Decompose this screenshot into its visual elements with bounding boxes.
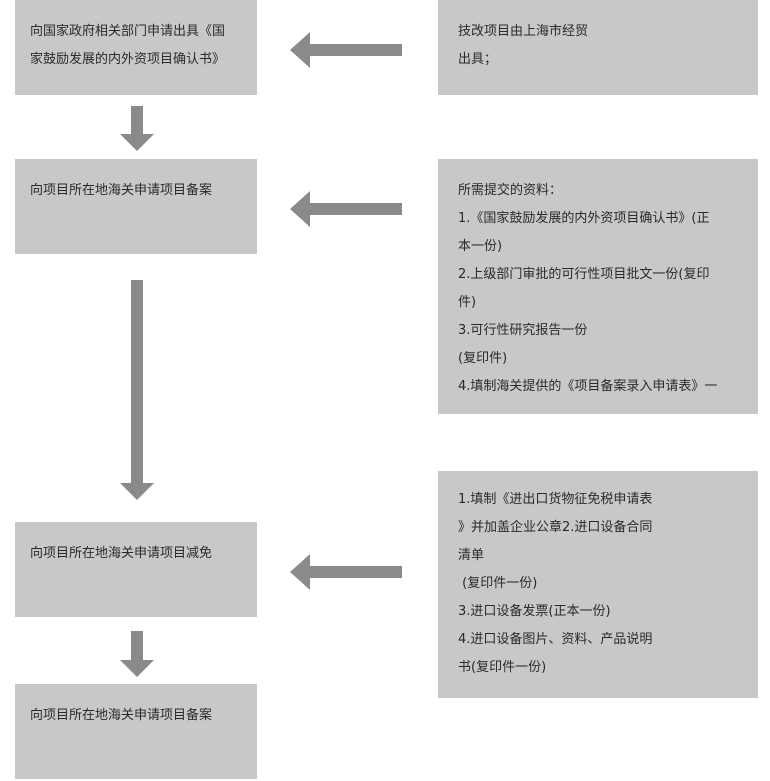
step-box-customs-filing: 向项目所在地海关申请项目备案	[15, 159, 257, 254]
note-2-line-5: 件)	[458, 295, 477, 310]
arrow-left-3	[290, 554, 402, 590]
note-3-line-6: 4.进口设备图片、资料、产品说明	[458, 632, 653, 647]
note-2-line-3: 本一份)	[458, 239, 503, 254]
step-box-customs-filing-final: 向项目所在地海关申请项目备案	[15, 684, 257, 779]
arrow-down-3-shape	[120, 631, 154, 677]
note-3-line-1: 1.填制《进出口货物征免税申请表	[458, 492, 653, 507]
note-2-line-2: 1.《国家鼓励发展的内外资项目确认书》(正	[458, 211, 710, 226]
step-4-line-1: 向项目所在地海关申请项目备案	[30, 708, 213, 723]
note-2-line-7: (复印件)	[458, 351, 508, 366]
note-2-line-6: 3.可行性研究报告一份	[458, 323, 588, 338]
step-box-customs-exemption: 向项目所在地海关申请项目减免	[15, 522, 257, 617]
note-3-line-4: (复印件一份)	[458, 576, 538, 591]
note-3-line-7: 书(复印件一份)	[458, 660, 547, 675]
note-2-line-1: 所需提交的资料：	[458, 183, 563, 198]
arrow-down-1	[120, 106, 154, 151]
arrow-left-1-shape	[290, 32, 402, 68]
note-1-line-2: 出具；	[458, 52, 498, 67]
note-3-line-3: 清单	[458, 548, 485, 563]
note-3-line-5: 3.进口设备发票(正本一份)	[458, 604, 611, 619]
arrow-left-3-shape	[290, 554, 402, 590]
arrow-down-2	[120, 280, 154, 500]
note-2-line-4: 2.上级部门审批的可行性项目批文一份(复印	[458, 267, 710, 282]
step-box-apply-confirmation: 向国家政府相关部门申请出具《国 家鼓励发展的内外资项目确认书》	[15, 0, 257, 95]
note-1-line-1: 技改项目由上海市经贸	[458, 24, 589, 39]
step-3-line-1: 向项目所在地海关申请项目减免	[30, 546, 213, 561]
note-box-required-materials: 所需提交的资料： 1.《国家鼓励发展的内外资项目确认书》(正 本一份) 2.上级…	[438, 159, 758, 414]
step-2-line-1: 向项目所在地海关申请项目备案	[30, 183, 213, 198]
step-1-line-1: 向国家政府相关部门申请出具《国	[30, 24, 226, 39]
note-2-line-8: 4.填制海关提供的《项目备案录入申请表》一	[458, 379, 718, 394]
arrow-left-1	[290, 32, 402, 68]
arrow-left-2	[290, 191, 402, 227]
arrow-down-1-shape	[120, 106, 154, 151]
arrow-down-3	[120, 631, 154, 677]
step-1-line-2: 家鼓励发展的内外资项目确认书》	[30, 52, 226, 67]
note-box-exemption-materials: 1.填制《进出口货物征免税申请表 》并加盖企业公章2.进口设备合同 清单 (复印…	[438, 471, 758, 698]
arrow-left-2-shape	[290, 191, 402, 227]
note-3-line-2: 》并加盖企业公章2.进口设备合同	[458, 520, 653, 535]
note-box-issuer: 技改项目由上海市经贸 出具；	[438, 0, 758, 95]
arrow-down-2-shape	[120, 280, 154, 500]
